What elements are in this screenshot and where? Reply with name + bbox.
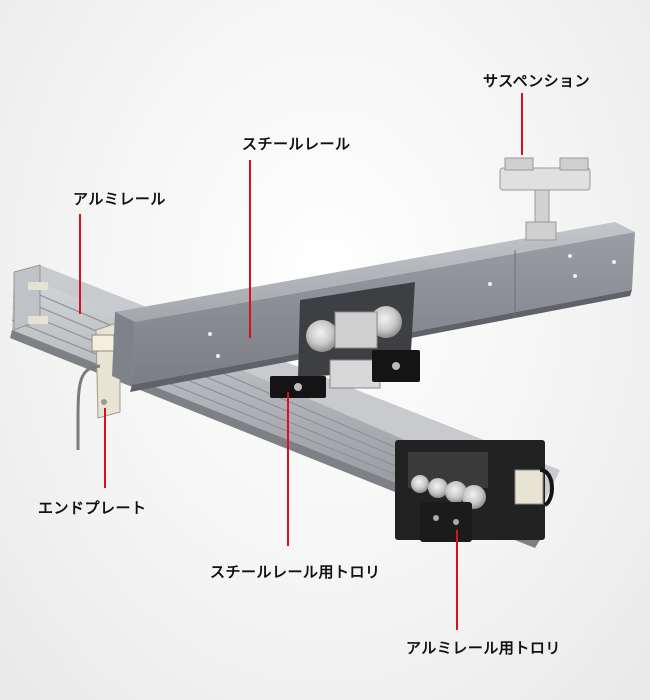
suspension [499,157,591,241]
label-end-plate: エンドプレート [38,499,147,517]
label-steel-rail: スチールレール [242,135,351,153]
label-aluminum-trolley: アルミレール用トロリ [406,639,561,657]
steel-trolley [270,306,420,398]
leader-aluminum-trolley [456,530,458,630]
leader-suspension [521,93,523,155]
leader-steel-trolley [287,392,289,546]
steel-rail [112,222,635,392]
label-aluminum-rail: アルミレール [73,190,166,208]
label-suspension: サスペンション [483,72,591,90]
label-steel-trolley: スチールレール用トロリ [210,563,381,581]
aluminum-trolley [395,440,554,542]
leader-steel-rail [249,160,251,338]
leader-end-plate [104,408,106,488]
leader-aluminum-rail [79,214,81,314]
